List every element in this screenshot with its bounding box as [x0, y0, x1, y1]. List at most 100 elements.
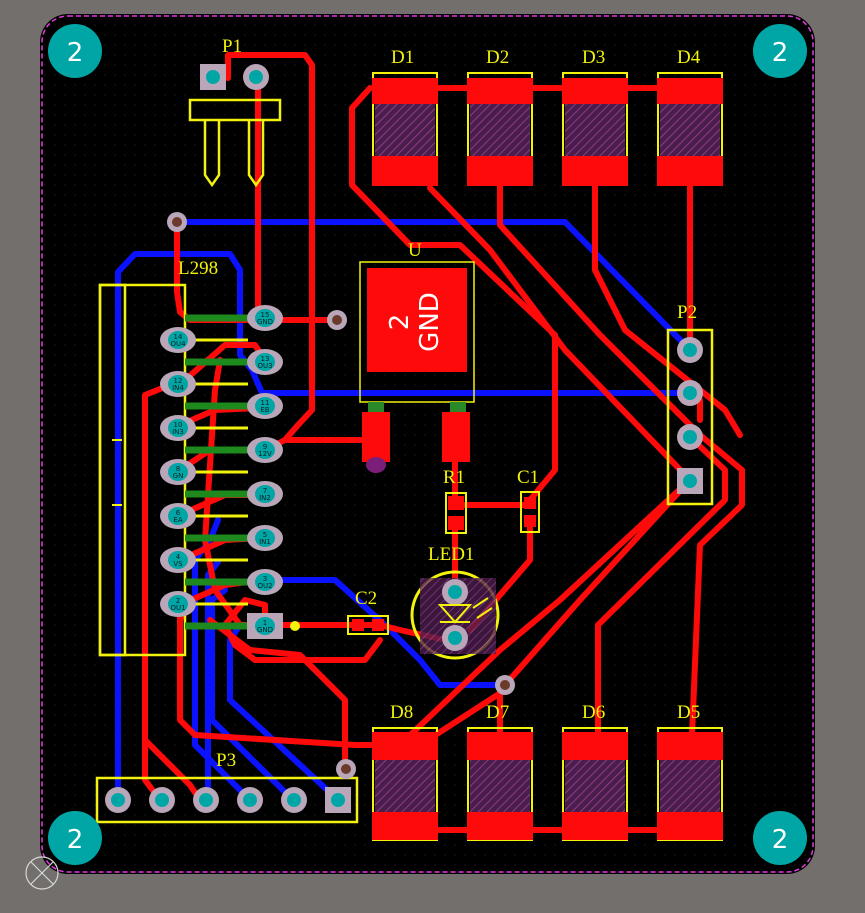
pin-label: 6 [176, 509, 181, 517]
top-trace [595, 434, 728, 738]
label-d2: D2 [486, 47, 509, 68]
pin-label: 4 [176, 553, 181, 561]
diode-pad [467, 156, 533, 186]
diode-pad [562, 812, 628, 840]
label-d7: D7 [486, 702, 509, 723]
diode-pad [657, 78, 723, 104]
diode-d2[interactable] [467, 72, 533, 186]
pin-label: EA [173, 516, 182, 524]
diode-d1[interactable] [372, 72, 438, 186]
pin-label: 1 [263, 619, 267, 627]
label-c2: C2 [355, 588, 377, 609]
bottom-trace [227, 622, 341, 803]
label-d1: D1 [391, 47, 414, 68]
diode-pad [372, 78, 438, 104]
l298-pin[interactable]: 6EA [160, 503, 196, 529]
diode-pad [562, 156, 628, 186]
diode-d4[interactable] [657, 72, 723, 186]
pin-label: IN4 [172, 384, 184, 392]
capacitor-c2[interactable] [347, 615, 389, 635]
top-trace [502, 477, 693, 688]
label-r1: R1 [443, 467, 465, 488]
regulator-tab-pad [367, 268, 467, 372]
diode-d5[interactable] [657, 727, 723, 841]
pin-label: 12 [174, 377, 183, 385]
diode-pad [372, 732, 438, 760]
top-trace [592, 172, 743, 438]
diode-d3[interactable] [562, 72, 628, 186]
label-d3: D3 [582, 47, 605, 68]
pin-label: GN [173, 472, 184, 480]
mounting-hole-top-right: 2 [753, 24, 807, 78]
top-trace [207, 617, 348, 773]
label-c1: C1 [517, 467, 539, 488]
label-p3: P3 [216, 750, 236, 771]
label-u: U [408, 240, 422, 261]
label-d8: D8 [390, 702, 413, 723]
vias [167, 212, 515, 779]
board-outline [41, 15, 814, 873]
label-led1: LED1 [428, 544, 474, 565]
diode-d8[interactable] [372, 727, 438, 841]
regulator-u[interactable]: 2 GND [359, 261, 475, 473]
connector-p1[interactable] [188, 64, 282, 188]
connector-p2[interactable] [666, 328, 714, 506]
mounting-hole-bottom-left: 2 [48, 811, 102, 865]
connector-p3[interactable] [95, 776, 359, 824]
pin-label: EB [260, 406, 269, 414]
pin-label: 7 [263, 487, 267, 495]
label-p2: P2 [677, 302, 697, 323]
diode-pad [562, 78, 628, 104]
mounting-hole-top-left: 2 [48, 24, 102, 78]
pin-label: GND [257, 318, 273, 326]
svg-text:2: 2 [67, 38, 84, 68]
svg-text:2: 2 [67, 825, 84, 855]
pin-label: IN2 [259, 494, 271, 502]
pin-label: 9 [263, 443, 267, 451]
top-trace [349, 85, 558, 503]
diode-pad [657, 732, 723, 760]
mounting-holes: 2 2 2 2 [48, 24, 807, 865]
l298-pin[interactable]: 4VS [160, 547, 196, 573]
top-trace [427, 185, 693, 483]
board-grid [40, 14, 815, 874]
top-trace [402, 477, 693, 743]
capacitor-c1[interactable] [520, 491, 540, 533]
diode-d7[interactable] [467, 727, 533, 841]
label-d4: D4 [677, 47, 701, 68]
regulator-pad-net: GND [415, 292, 445, 352]
pin-label: 15 [261, 311, 270, 319]
pin-label: IN1 [259, 538, 271, 546]
pin-label: 3 [263, 575, 267, 583]
designator-labels: P1 D1 D2 D3 D4 U L298 P2 R1 C1 LED1 C2 D… [178, 36, 701, 771]
label-l298: L298 [178, 258, 218, 279]
pin-label: VS [173, 560, 183, 568]
svg-text:2: 2 [772, 825, 789, 855]
diode-d6[interactable] [562, 727, 628, 841]
label-d6: D6 [582, 702, 605, 723]
pin-label: 5 [263, 531, 267, 539]
resistor-r1[interactable] [445, 492, 467, 534]
l298-pin[interactable]: 8GN [160, 459, 196, 485]
diode-pad [467, 812, 533, 840]
pin-label: 8 [176, 465, 180, 473]
led-led1[interactable] [410, 570, 500, 660]
diodes [372, 72, 723, 841]
diode-pad [372, 156, 438, 186]
pin-label: 2 [176, 597, 180, 605]
